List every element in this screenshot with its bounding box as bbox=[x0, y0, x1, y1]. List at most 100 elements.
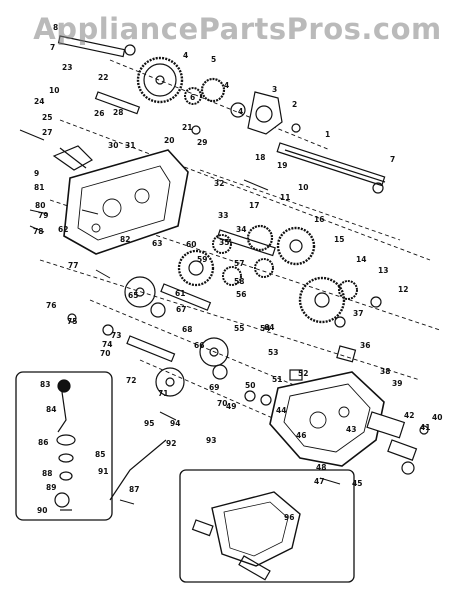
sprocket-mid-right bbox=[276, 226, 316, 266]
part-label-10: 10 bbox=[49, 86, 59, 95]
part-label-4: 4 bbox=[224, 81, 229, 90]
part-label-69: 69 bbox=[209, 383, 219, 392]
part-label-10: 10 bbox=[298, 183, 308, 192]
part-label-76: 76 bbox=[46, 301, 56, 310]
part-label-25: 25 bbox=[42, 113, 52, 122]
shaft-left bbox=[94, 91, 141, 115]
part-label-66: 66 bbox=[194, 341, 204, 350]
part-label-2: 2 bbox=[292, 100, 297, 109]
part-label-65: 65 bbox=[128, 291, 138, 300]
part-label-57: 57 bbox=[234, 259, 244, 268]
part-label-86: 86 bbox=[38, 438, 48, 447]
shaft-center bbox=[160, 283, 212, 311]
part-label-83: 83 bbox=[40, 380, 50, 389]
part-label-59: 59 bbox=[197, 255, 207, 264]
inset-assembled-unit bbox=[179, 469, 355, 583]
part-label-21: 21 bbox=[182, 123, 192, 132]
part-label-90: 90 bbox=[37, 506, 47, 515]
part-label-70: 70 bbox=[217, 399, 227, 408]
part-label-50: 50 bbox=[245, 381, 255, 390]
part-label-71: 71 bbox=[158, 389, 168, 398]
part-label-28: 28 bbox=[113, 108, 123, 117]
part-label-32: 32 bbox=[214, 179, 224, 188]
part-label-15: 15 bbox=[334, 235, 344, 244]
part-label-79: 79 bbox=[38, 211, 48, 220]
part-label-63: 63 bbox=[152, 239, 162, 248]
shaft-lower bbox=[126, 335, 176, 363]
part-label-94: 94 bbox=[170, 419, 180, 428]
part-label-81: 81 bbox=[34, 183, 44, 192]
part-label-35: 35 bbox=[219, 238, 229, 247]
part-label-61: 61 bbox=[175, 289, 185, 298]
inset-shift-lever bbox=[15, 371, 167, 521]
part-label-67: 67 bbox=[176, 305, 186, 314]
part-label-64: 64 bbox=[264, 323, 274, 332]
part-label-29: 29 bbox=[197, 138, 207, 147]
part-label-49: 49 bbox=[226, 402, 236, 411]
part-label-91: 91 bbox=[98, 467, 108, 476]
part-label-58: 58 bbox=[234, 277, 244, 286]
part-label-62: 62 bbox=[58, 225, 68, 234]
part-label-4: 4 bbox=[238, 107, 243, 116]
part-label-7: 7 bbox=[50, 43, 55, 52]
part-label-12: 12 bbox=[398, 285, 408, 294]
part-label-54: 54 bbox=[260, 324, 270, 333]
part-label-1: 1 bbox=[325, 130, 330, 139]
part-label-48: 48 bbox=[316, 463, 326, 472]
part-label-78: 78 bbox=[33, 227, 43, 236]
part-label-34: 34 bbox=[236, 225, 246, 234]
part-label-14: 14 bbox=[356, 255, 366, 264]
part-label-72: 72 bbox=[126, 376, 136, 385]
part-number-labels: 1234445677891010111213141516171819202122… bbox=[33, 23, 442, 522]
part-label-95: 95 bbox=[144, 419, 154, 428]
part-label-39: 39 bbox=[392, 379, 402, 388]
part-label-13: 13 bbox=[378, 266, 388, 275]
part-label-26: 26 bbox=[94, 109, 104, 118]
shift-fork bbox=[52, 145, 93, 171]
part-label-46: 46 bbox=[296, 431, 306, 440]
part-label-89: 89 bbox=[46, 483, 56, 492]
bolts-pins bbox=[19, 129, 341, 505]
part-label-24: 24 bbox=[34, 97, 44, 106]
part-label-22: 22 bbox=[98, 73, 108, 82]
output-axle bbox=[387, 425, 429, 475]
part-label-74: 74 bbox=[102, 340, 112, 349]
flange-plate bbox=[247, 91, 283, 135]
part-label-56: 56 bbox=[236, 290, 246, 299]
part-label-3: 3 bbox=[272, 85, 277, 94]
part-label-70: 70 bbox=[100, 349, 110, 358]
upper-case-half bbox=[63, 149, 189, 255]
part-label-44: 44 bbox=[276, 406, 286, 415]
part-label-42: 42 bbox=[404, 411, 414, 420]
washers bbox=[67, 44, 384, 406]
sprocket-large-right bbox=[298, 276, 346, 324]
assembly-guide-lines bbox=[39, 59, 441, 431]
part-label-17: 17 bbox=[249, 201, 259, 210]
part-label-5: 5 bbox=[211, 55, 216, 64]
part-label-27: 27 bbox=[42, 128, 52, 137]
sprocket-top bbox=[136, 56, 184, 104]
part-label-23: 23 bbox=[62, 63, 72, 72]
part-label-80: 80 bbox=[35, 201, 45, 210]
part-label-31: 31 bbox=[125, 141, 135, 150]
part-label-8: 8 bbox=[53, 23, 58, 32]
part-label-45: 45 bbox=[352, 479, 362, 488]
part-label-73: 73 bbox=[111, 331, 121, 340]
part-label-20: 20 bbox=[164, 136, 174, 145]
part-label-43: 43 bbox=[346, 425, 356, 434]
part-label-60: 60 bbox=[186, 240, 196, 249]
part-label-30: 30 bbox=[108, 141, 118, 150]
part-label-11: 11 bbox=[280, 193, 290, 202]
part-label-84: 84 bbox=[46, 405, 56, 414]
part-label-51: 51 bbox=[272, 375, 282, 384]
part-label-96: 96 bbox=[284, 513, 294, 522]
main-shaft bbox=[276, 142, 386, 187]
lower-case-half bbox=[269, 371, 406, 467]
discs-left bbox=[124, 276, 229, 397]
part-label-47: 47 bbox=[314, 477, 324, 486]
sprocket-mid-left bbox=[177, 249, 215, 287]
part-label-88: 88 bbox=[42, 469, 52, 478]
part-label-38: 38 bbox=[380, 367, 390, 376]
